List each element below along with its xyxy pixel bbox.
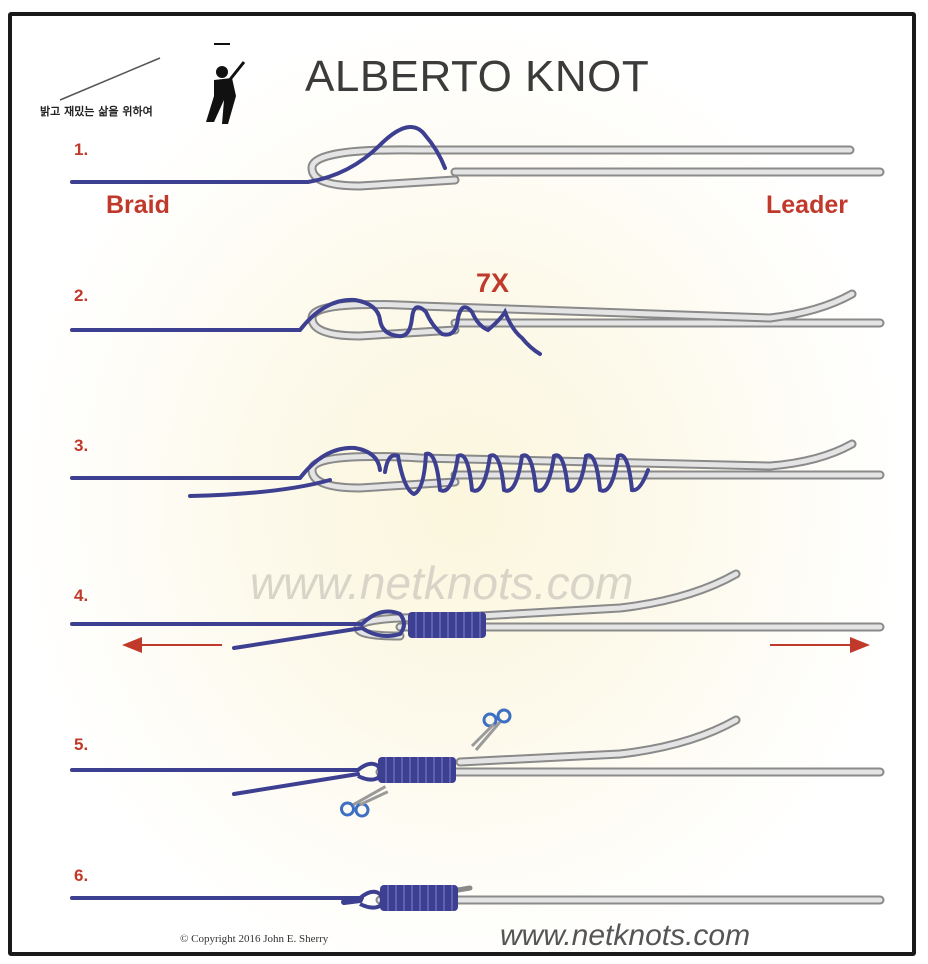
copyright: © Copyright 2016 John E. Sherry: [180, 933, 329, 945]
arrow-left-icon: [122, 637, 222, 653]
scissors-icon: [470, 708, 512, 752]
step-number-6: 6.: [74, 866, 89, 885]
step-number-1: 1.: [74, 140, 89, 159]
wrap-count-label: 7X: [476, 268, 510, 298]
step-number-4: 4.: [74, 586, 89, 605]
step-number-5: 5.: [74, 735, 89, 754]
step-1-illustration: [70, 125, 885, 191]
step-number-3: 3.: [74, 436, 89, 455]
footer-url: www.netknots.com: [500, 919, 751, 952]
step-4-illustration: [70, 569, 885, 650]
page-title: ALBERTO KNOT: [305, 52, 650, 101]
watermark: www.netknots.com: [250, 557, 634, 609]
braid-label: Braid: [106, 191, 170, 219]
step-5-illustration: [70, 715, 885, 796]
step-3-illustration: [70, 439, 885, 498]
step-number-2: 2.: [74, 286, 89, 305]
leader-label: Leader: [766, 191, 848, 219]
step-6-illustration: [70, 885, 885, 911]
step-2-illustration: [70, 289, 885, 356]
angler-logo-icon: [59, 43, 246, 124]
logo-caption: 밝고 재밌는 삶을 위하여: [40, 105, 153, 118]
arrow-right-icon: [770, 637, 870, 653]
